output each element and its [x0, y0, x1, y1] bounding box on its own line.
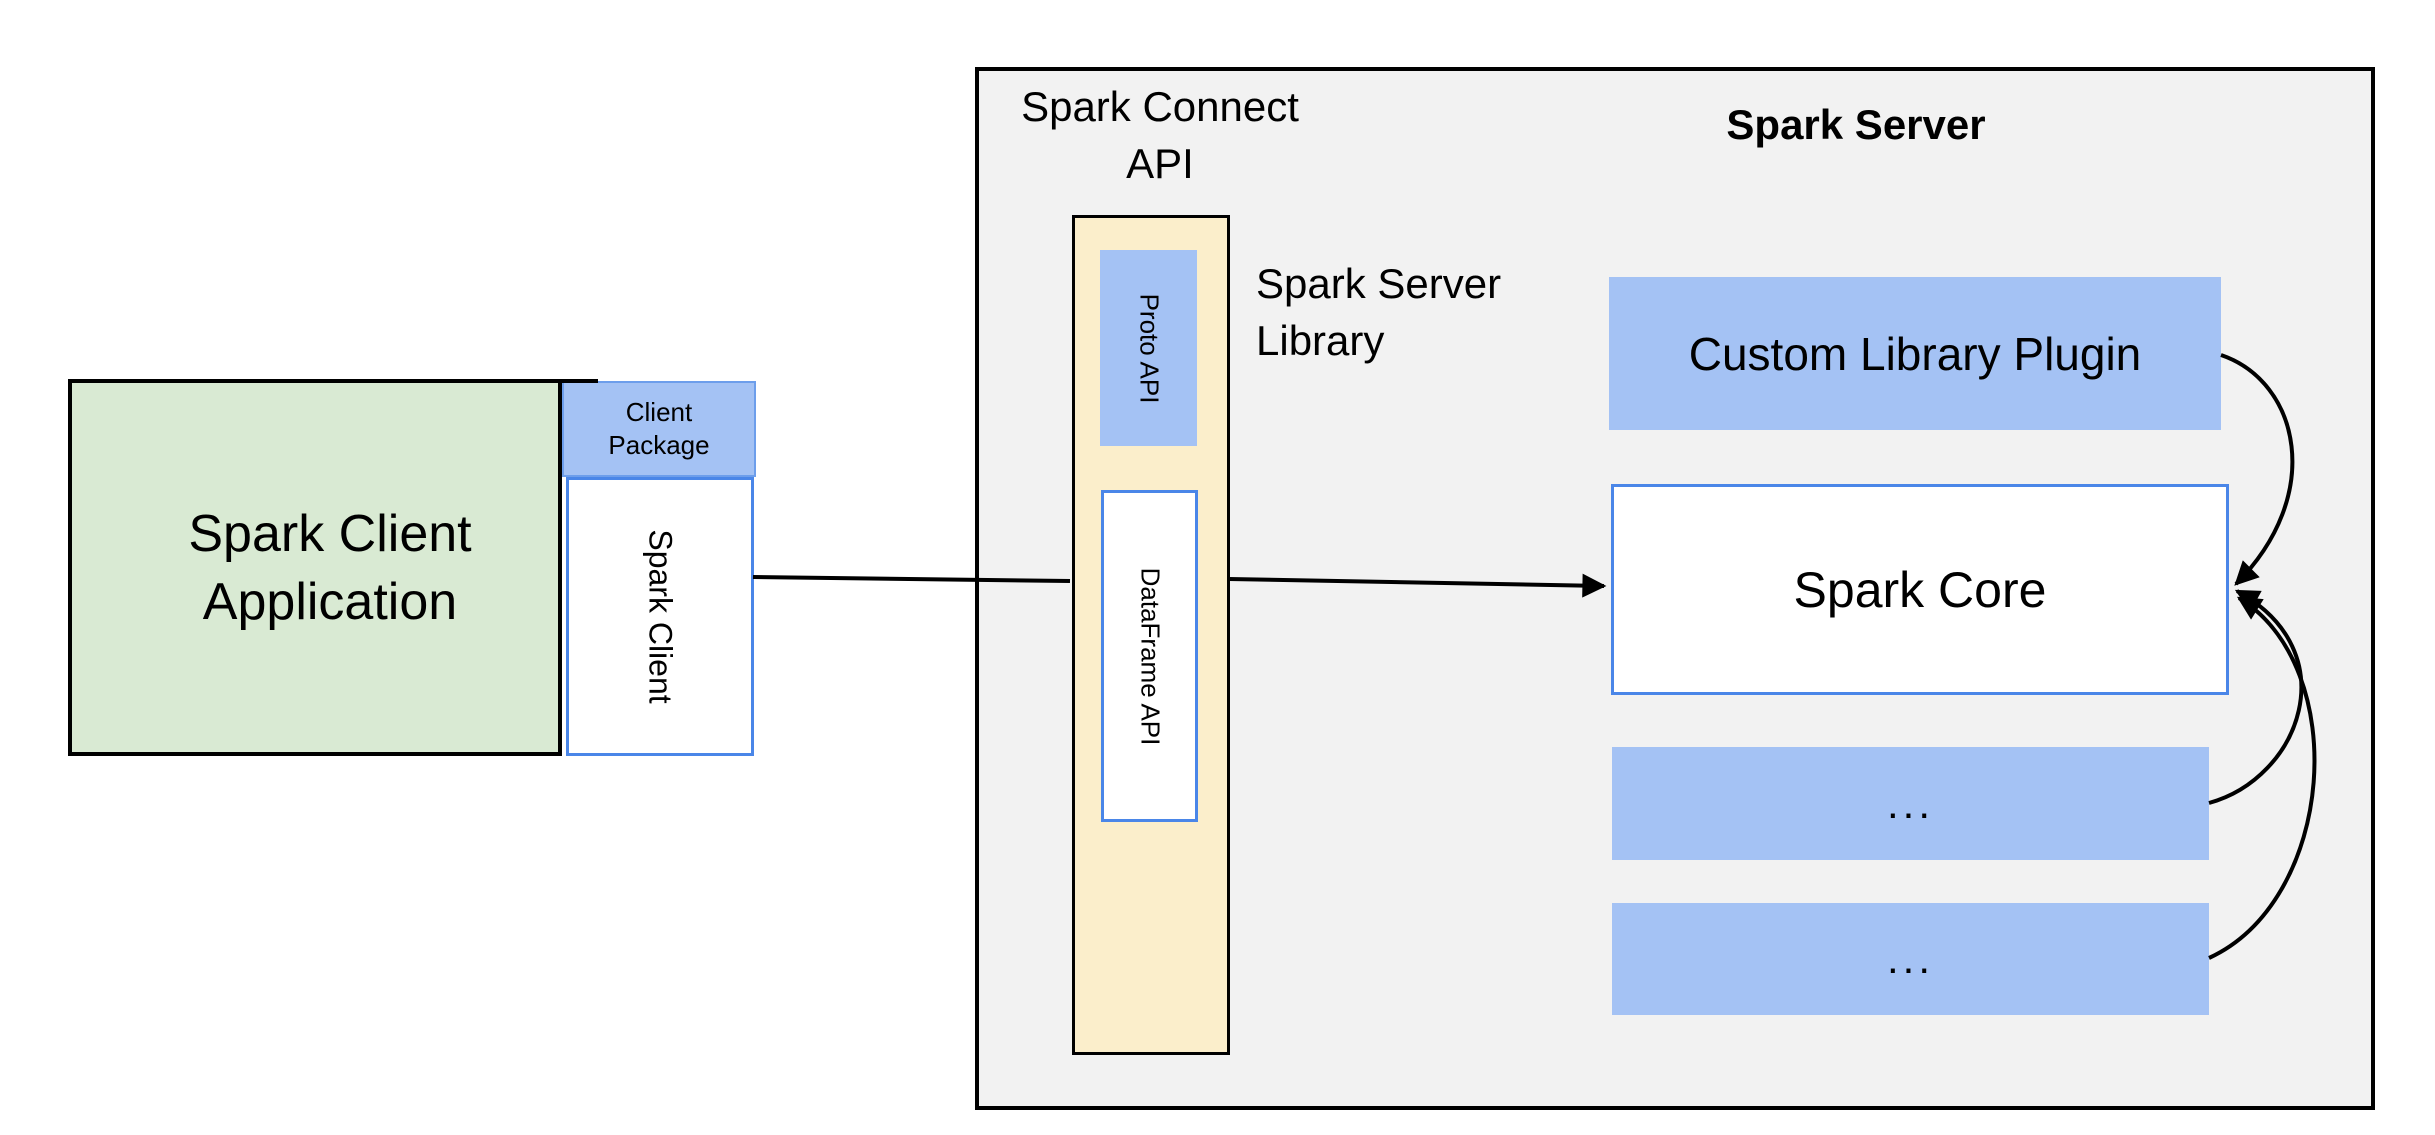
dataframe-api-label: DataFrame API: [1135, 567, 1166, 745]
spark-client-box: Spark Client: [566, 477, 754, 756]
client-package-label: Client Package: [608, 396, 709, 462]
proto-api-label: Proto API: [1134, 293, 1164, 403]
client-package-label-line1: Client: [625, 397, 693, 427]
ellipsis-box-1: ...: [1612, 747, 2209, 860]
ellipsis-label-2: ...: [1886, 935, 1934, 982]
dataframe-api-box: DataFrame API: [1101, 490, 1198, 822]
custom-library-plugin-box: Custom Library Plugin: [1609, 277, 2221, 430]
spark-client-application-label-line1: Spark Client: [188, 504, 472, 563]
client-package-box: Client Package: [562, 381, 756, 477]
spark-client-label: Spark Client: [642, 529, 679, 704]
spark-connect-api-title-line1: Spark Connect: [1021, 83, 1299, 130]
client-package-label-line2: Package: [608, 430, 710, 460]
client-box-top-border-extension: [562, 379, 598, 383]
spark-client-application-label: Spark Client Application: [158, 500, 471, 636]
ellipsis-label-1: ...: [1886, 779, 1934, 827]
proto-api-box: Proto API: [1100, 250, 1197, 446]
spark-connect-api-title: Spark Connect API: [995, 78, 1325, 192]
spark-connect-api-title-line2: API: [1126, 140, 1194, 187]
ellipsis-box-2: ...: [1612, 903, 2209, 1015]
spark-server-library-label: Spark Server Library: [1256, 255, 1676, 369]
spark-client-application-label-line2: Application: [202, 572, 458, 631]
spark-server-library-label-line2: Library: [1256, 317, 1385, 364]
custom-library-plugin-label: Custom Library Plugin: [1688, 327, 2142, 380]
spark-core-label: Spark Core: [1793, 561, 2047, 618]
spark-core-box: Spark Core: [1611, 484, 2229, 695]
spark-server-library-label-line1: Spark Server: [1256, 260, 1502, 307]
spark-server-title: Spark Server: [1726, 101, 1986, 148]
spark-client-application-box: Spark Client Application: [68, 379, 562, 756]
